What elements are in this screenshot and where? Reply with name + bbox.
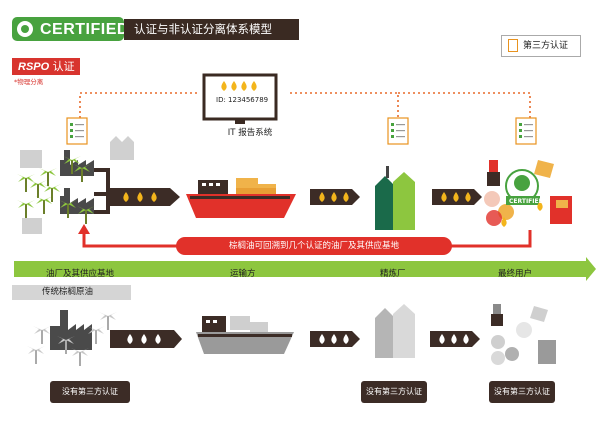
- physical-separation-note: *物理分离: [14, 78, 44, 86]
- oil-flow-arrow: [310, 189, 360, 205]
- traceability-banner: 棕榈油可回溯到几个认证的油厂及其供应基地: [176, 237, 452, 255]
- certified-logo: CERTIFIED: [12, 17, 128, 41]
- dotted-link-refinery: [290, 92, 399, 118]
- refinery-tanks-icon: [375, 166, 415, 230]
- stage-label-refinery: 精炼厂: [380, 269, 406, 279]
- conventional-products-icon: [491, 304, 556, 365]
- rspo-seal-icon: [17, 21, 33, 37]
- legend-label: 第三方认证: [523, 41, 569, 51]
- conventional-oil-arrow: [310, 331, 360, 347]
- conventional-mills-icon: [27, 310, 117, 366]
- certificate-document-icon: [515, 117, 537, 145]
- rspo-tag-bold: RSPO: [18, 61, 50, 73]
- oil-flow-arrow: [432, 189, 482, 205]
- certificate-document-icon: [66, 117, 88, 145]
- product-certified-badge: CERTIFIED: [509, 198, 544, 205]
- mill-output-pipe: [94, 168, 180, 214]
- conventional-oil-arrow: [430, 331, 480, 347]
- no-cert-label-end-user: 没有第三方认证: [489, 381, 555, 403]
- consumer-products-icon: [484, 160, 572, 227]
- certificate-document-icon: [508, 39, 518, 52]
- certified-logo-text: CERTIFIED: [40, 21, 129, 38]
- it-id-text: ID: 123456789: [216, 96, 268, 104]
- cargo-ship-icon: [186, 178, 296, 218]
- conventional-refinery-icon: [375, 304, 415, 358]
- certificate-document-icon: [387, 117, 409, 145]
- conventional-section-label: 传统棕榈原油: [12, 285, 131, 300]
- rspo-section-tag: RSPO 认证: [12, 58, 80, 75]
- stage-label-transporter: 运输方: [230, 269, 256, 279]
- page-title: 认证与非认证分离体系模型: [124, 19, 299, 40]
- mills-with-plantations-icon: [17, 136, 134, 234]
- no-cert-label-mills: 没有第三方认证: [50, 381, 130, 403]
- conventional-ship-icon: [196, 316, 294, 354]
- dotted-link-mill: [79, 92, 200, 118]
- no-cert-label-refinery: 没有第三方认证: [361, 381, 427, 403]
- stage-label-mills: 油厂及其供应基地: [46, 269, 115, 279]
- it-system-label: IT 报告系统: [227, 128, 273, 138]
- legend-third-party: 第三方认证: [501, 35, 581, 57]
- stage-label-end-user: 最终用户: [498, 269, 533, 279]
- it-monitor-icon: [202, 73, 278, 124]
- supply-chain-stage-band: [14, 257, 596, 281]
- dotted-link-enduser: [398, 92, 531, 118]
- rspo-tag-text: 认证: [49, 60, 75, 73]
- conventional-oil-arrow: [110, 330, 182, 348]
